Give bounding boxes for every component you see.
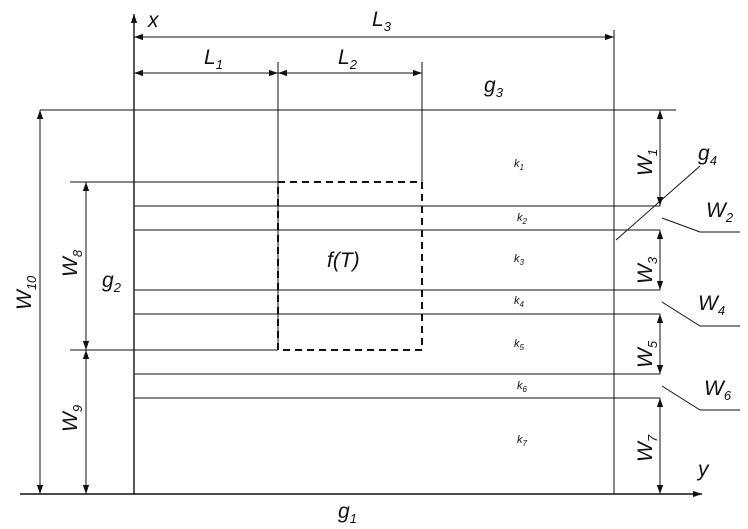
x-axis-label: x (147, 9, 160, 32)
l2-label: L2 (338, 46, 358, 72)
layer-label-k3: k3 (514, 253, 525, 267)
w5-label: W5 (634, 340, 660, 368)
g3-label: g3 (484, 74, 504, 100)
layer-label-k6: k6 (517, 380, 528, 394)
w10-label: W10 (13, 275, 39, 310)
layer-label-k7: k7 (517, 434, 528, 448)
source-region-label: f(T) (327, 249, 360, 272)
w9-label: W9 (59, 405, 85, 432)
w4-leader (661, 301, 740, 327)
g2-label: g2 (102, 269, 122, 295)
source-region (277, 181, 423, 351)
g4-label: g4 (698, 142, 717, 168)
w2-leader (661, 217, 740, 233)
g4-leader (615, 165, 701, 241)
layer-label-k2: k2 (517, 212, 528, 226)
g1-label: g1 (338, 500, 357, 526)
y-axis-label: y (696, 458, 710, 481)
w4-label: W4 (698, 292, 725, 318)
l1-label: L1 (204, 46, 223, 72)
w2-label: W2 (706, 199, 734, 225)
w7-label: W7 (634, 434, 660, 462)
w6-label: W6 (704, 377, 732, 403)
layer-label-k1: k1 (514, 158, 524, 172)
w1-label: W1 (634, 149, 660, 176)
l3-label: L3 (372, 8, 392, 34)
w8-label: W8 (59, 249, 85, 277)
w6-leader (661, 385, 740, 411)
layer-label-k4: k4 (514, 295, 525, 309)
layer-label-k5: k5 (514, 338, 525, 352)
w3-label: W3 (634, 256, 660, 284)
